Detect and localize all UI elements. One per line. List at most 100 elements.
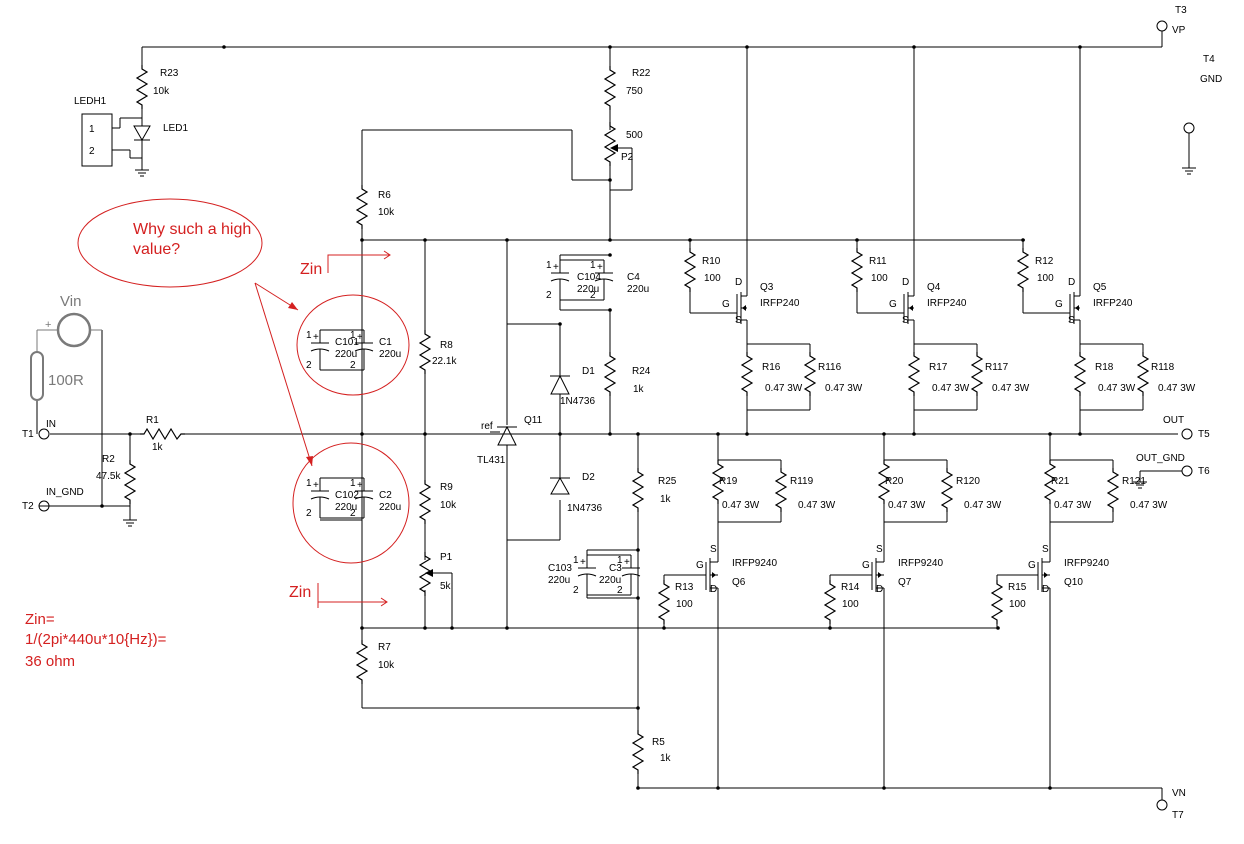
svg-text:+: + [597, 262, 603, 273]
red-annotations: Why such a high value? Zin Zin Zin= 1/(2… [25, 198, 410, 670]
t3-label: T3 [1175, 5, 1187, 16]
c4-value: 220u [627, 284, 649, 295]
c103-c3-pair: +12+12 [573, 554, 641, 596]
c101-label: C101 [335, 337, 359, 348]
r120-value: 0.47 3W [964, 500, 1002, 511]
svg-text:2: 2 [590, 290, 596, 301]
junction-dot [505, 238, 509, 242]
ledh1-pin1: 1 [89, 124, 95, 135]
r15-value: 100 [1009, 599, 1026, 610]
capacitors: +12+12+12+12+12+12+12+12 [306, 259, 641, 596]
r17-resistor [908, 351, 920, 397]
r24-label: R24 [632, 366, 651, 377]
t4-terminal[interactable] [1183, 122, 1195, 134]
r116-value: 0.47 3W [825, 383, 863, 394]
junction-dot [423, 238, 427, 242]
zin-label-bottom: Zin [289, 584, 311, 601]
r13-label: R13 [675, 582, 694, 593]
c101-c1-highlight [296, 294, 410, 396]
c3-value: 220u [599, 575, 621, 586]
r16-value: 0.47 3W [765, 383, 803, 394]
r16-label: R16 [762, 362, 781, 373]
svg-text:+: + [357, 480, 363, 491]
r12-value: 100 [1037, 273, 1054, 284]
r10-resistor [684, 247, 696, 293]
c104-label: C104 [577, 272, 601, 283]
r11-resistor [851, 247, 863, 293]
junction-dot [505, 626, 509, 630]
r17-label: R17 [929, 362, 948, 373]
junction-dot [912, 45, 916, 49]
svg-text:1: 1 [306, 330, 312, 341]
junction-dot [828, 626, 832, 630]
t1-terminal[interactable] [38, 428, 50, 440]
ground-icon-input [123, 519, 137, 527]
q10-label: Q10 [1064, 577, 1083, 588]
junction-dot [912, 432, 916, 436]
svg-text:+: + [624, 557, 630, 568]
c101-value: 220u [335, 349, 357, 360]
led1-label: LED1 [163, 123, 188, 134]
r116-label: R116 [818, 362, 842, 373]
t5-label: T5 [1198, 429, 1210, 440]
vin-plus-sign: + [45, 319, 51, 331]
c2-label: C2 [379, 490, 392, 501]
r11-label: R11 [869, 256, 887, 267]
q5-pin-g: G [1055, 299, 1063, 310]
junction-dot [608, 45, 612, 49]
svg-text:+: + [357, 332, 363, 343]
r12-label: R12 [1035, 256, 1054, 267]
junction-dot [1048, 432, 1052, 436]
svg-text:+: + [313, 480, 319, 491]
c2-value: 220u [379, 502, 401, 513]
r16-resistor [741, 351, 753, 397]
q3-label: Q3 [760, 282, 774, 293]
r25-value: 1k [660, 494, 672, 505]
q11-value: TL431 [477, 455, 506, 466]
junction-dot [360, 238, 364, 242]
svg-text:1: 1 [350, 478, 356, 489]
zin-label-top: Zin [300, 261, 322, 278]
r119-resistor [775, 467, 787, 513]
mosfets [705, 280, 1081, 600]
svg-text:2: 2 [617, 585, 623, 596]
q6-value: IRFP9240 [732, 558, 777, 569]
vp-net-label: VP [1172, 25, 1186, 36]
vn-net-label: VN [1172, 788, 1186, 799]
junction-dot [662, 626, 666, 630]
t6-terminal[interactable] [1181, 465, 1193, 477]
junction-dot [423, 432, 427, 436]
t7-terminal[interactable] [1156, 799, 1168, 811]
junction-dot [636, 432, 640, 436]
svg-text:1: 1 [546, 260, 552, 271]
q4-pin-s: S [902, 315, 909, 326]
r8-value: 22.1k [432, 356, 457, 367]
t3-terminal[interactable] [1156, 20, 1168, 32]
junction-dots [100, 45, 1082, 790]
t5-terminal[interactable] [1181, 428, 1193, 440]
c102-value: 220u [335, 502, 357, 513]
junction-dot [1078, 45, 1082, 49]
in-gnd-net-label: IN_GND [46, 487, 84, 498]
r10-value: 100 [704, 273, 721, 284]
junction-dot [222, 45, 226, 49]
r7-label: R7 [378, 642, 391, 653]
r14-resistor [824, 579, 836, 625]
svg-text:1: 1 [573, 555, 579, 566]
svg-text:1: 1 [617, 555, 623, 566]
r24-value: 1k [633, 384, 645, 395]
svg-text:+: + [313, 332, 319, 343]
q4-pin-d: D [902, 277, 909, 288]
junction-dot [128, 432, 132, 436]
junction-dot [608, 308, 612, 312]
c103-value: 220u [548, 575, 570, 586]
r117-resistor [971, 351, 983, 397]
t1-label: T1 [22, 429, 34, 440]
in-net-label: IN [46, 419, 56, 430]
r15-resistor [991, 579, 1003, 625]
r117-label: R117 [985, 362, 1009, 373]
r14-value: 100 [842, 599, 859, 610]
q6-pin-d: D [710, 584, 717, 595]
bubble-text-line2: value? [133, 241, 180, 258]
